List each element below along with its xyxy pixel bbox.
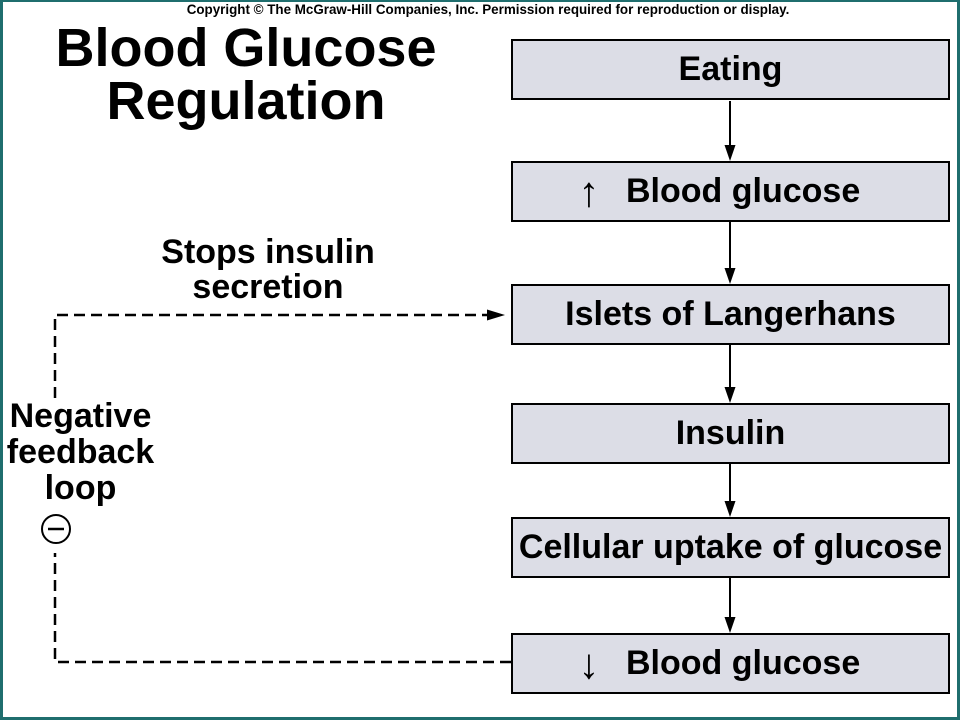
title-line: Regulation <box>106 71 386 131</box>
title-line: Blood Glucose <box>55 18 437 78</box>
copyright-notice: Copyright © The McGraw-Hill Companies, I… <box>186 2 790 17</box>
flow-arrow-eating-to-glucose <box>724 101 736 161</box>
feedback-effect-label: Stops insulin secretion <box>68 235 468 305</box>
flow-step-eating: Eating <box>511 39 950 100</box>
feedback-arrowhead <box>487 309 505 321</box>
loop-label-line: Negative <box>9 397 152 435</box>
flow-step-label: Cellular uptake of glucose <box>518 528 943 566</box>
loop-label-line: loop <box>44 469 117 507</box>
flow-step-blood-glucose-increase: ↑ Blood glucose <box>511 161 950 222</box>
flow-step-label: Insulin <box>675 414 786 452</box>
minus-circle-icon <box>41 514 71 544</box>
flow-step-label: Blood glucose <box>626 172 861 210</box>
flow-arrow-uptake-to-glucose <box>724 578 736 633</box>
feedback-effect-line: secretion <box>192 268 344 306</box>
flow-step-islets-of-langerhans: Islets of Langerhans <box>511 284 950 345</box>
flow-step-label: Eating <box>678 50 783 88</box>
flow-step-insulin: Insulin <box>511 403 950 464</box>
flow-arrow-glucose-to-islets <box>724 222 736 284</box>
flow-step-blood-glucose-decrease: ↓ Blood glucose <box>511 633 950 694</box>
up-arrow-icon: ↑ <box>578 167 600 215</box>
flow-arrow-insulin-to-uptake <box>724 464 736 517</box>
flow-step-label: Blood glucose <box>626 644 861 682</box>
flow-step-cellular-uptake: Cellular uptake of glucose <box>511 517 950 578</box>
feedback-effect-line: Stops insulin <box>161 233 375 271</box>
flow-arrow-islets-to-insulin <box>724 345 736 403</box>
feedback-dashed-line-upper <box>53 313 490 398</box>
negative-feedback-label: Negative feedback loop <box>0 398 161 506</box>
down-arrow-icon: ↓ <box>578 639 600 687</box>
loop-label-line: feedback <box>6 433 155 471</box>
page-title: Blood Glucose Regulation <box>0 18 492 131</box>
feedback-dashed-line-lower <box>53 553 511 664</box>
flow-step-label: Islets of Langerhans <box>565 295 896 333</box>
